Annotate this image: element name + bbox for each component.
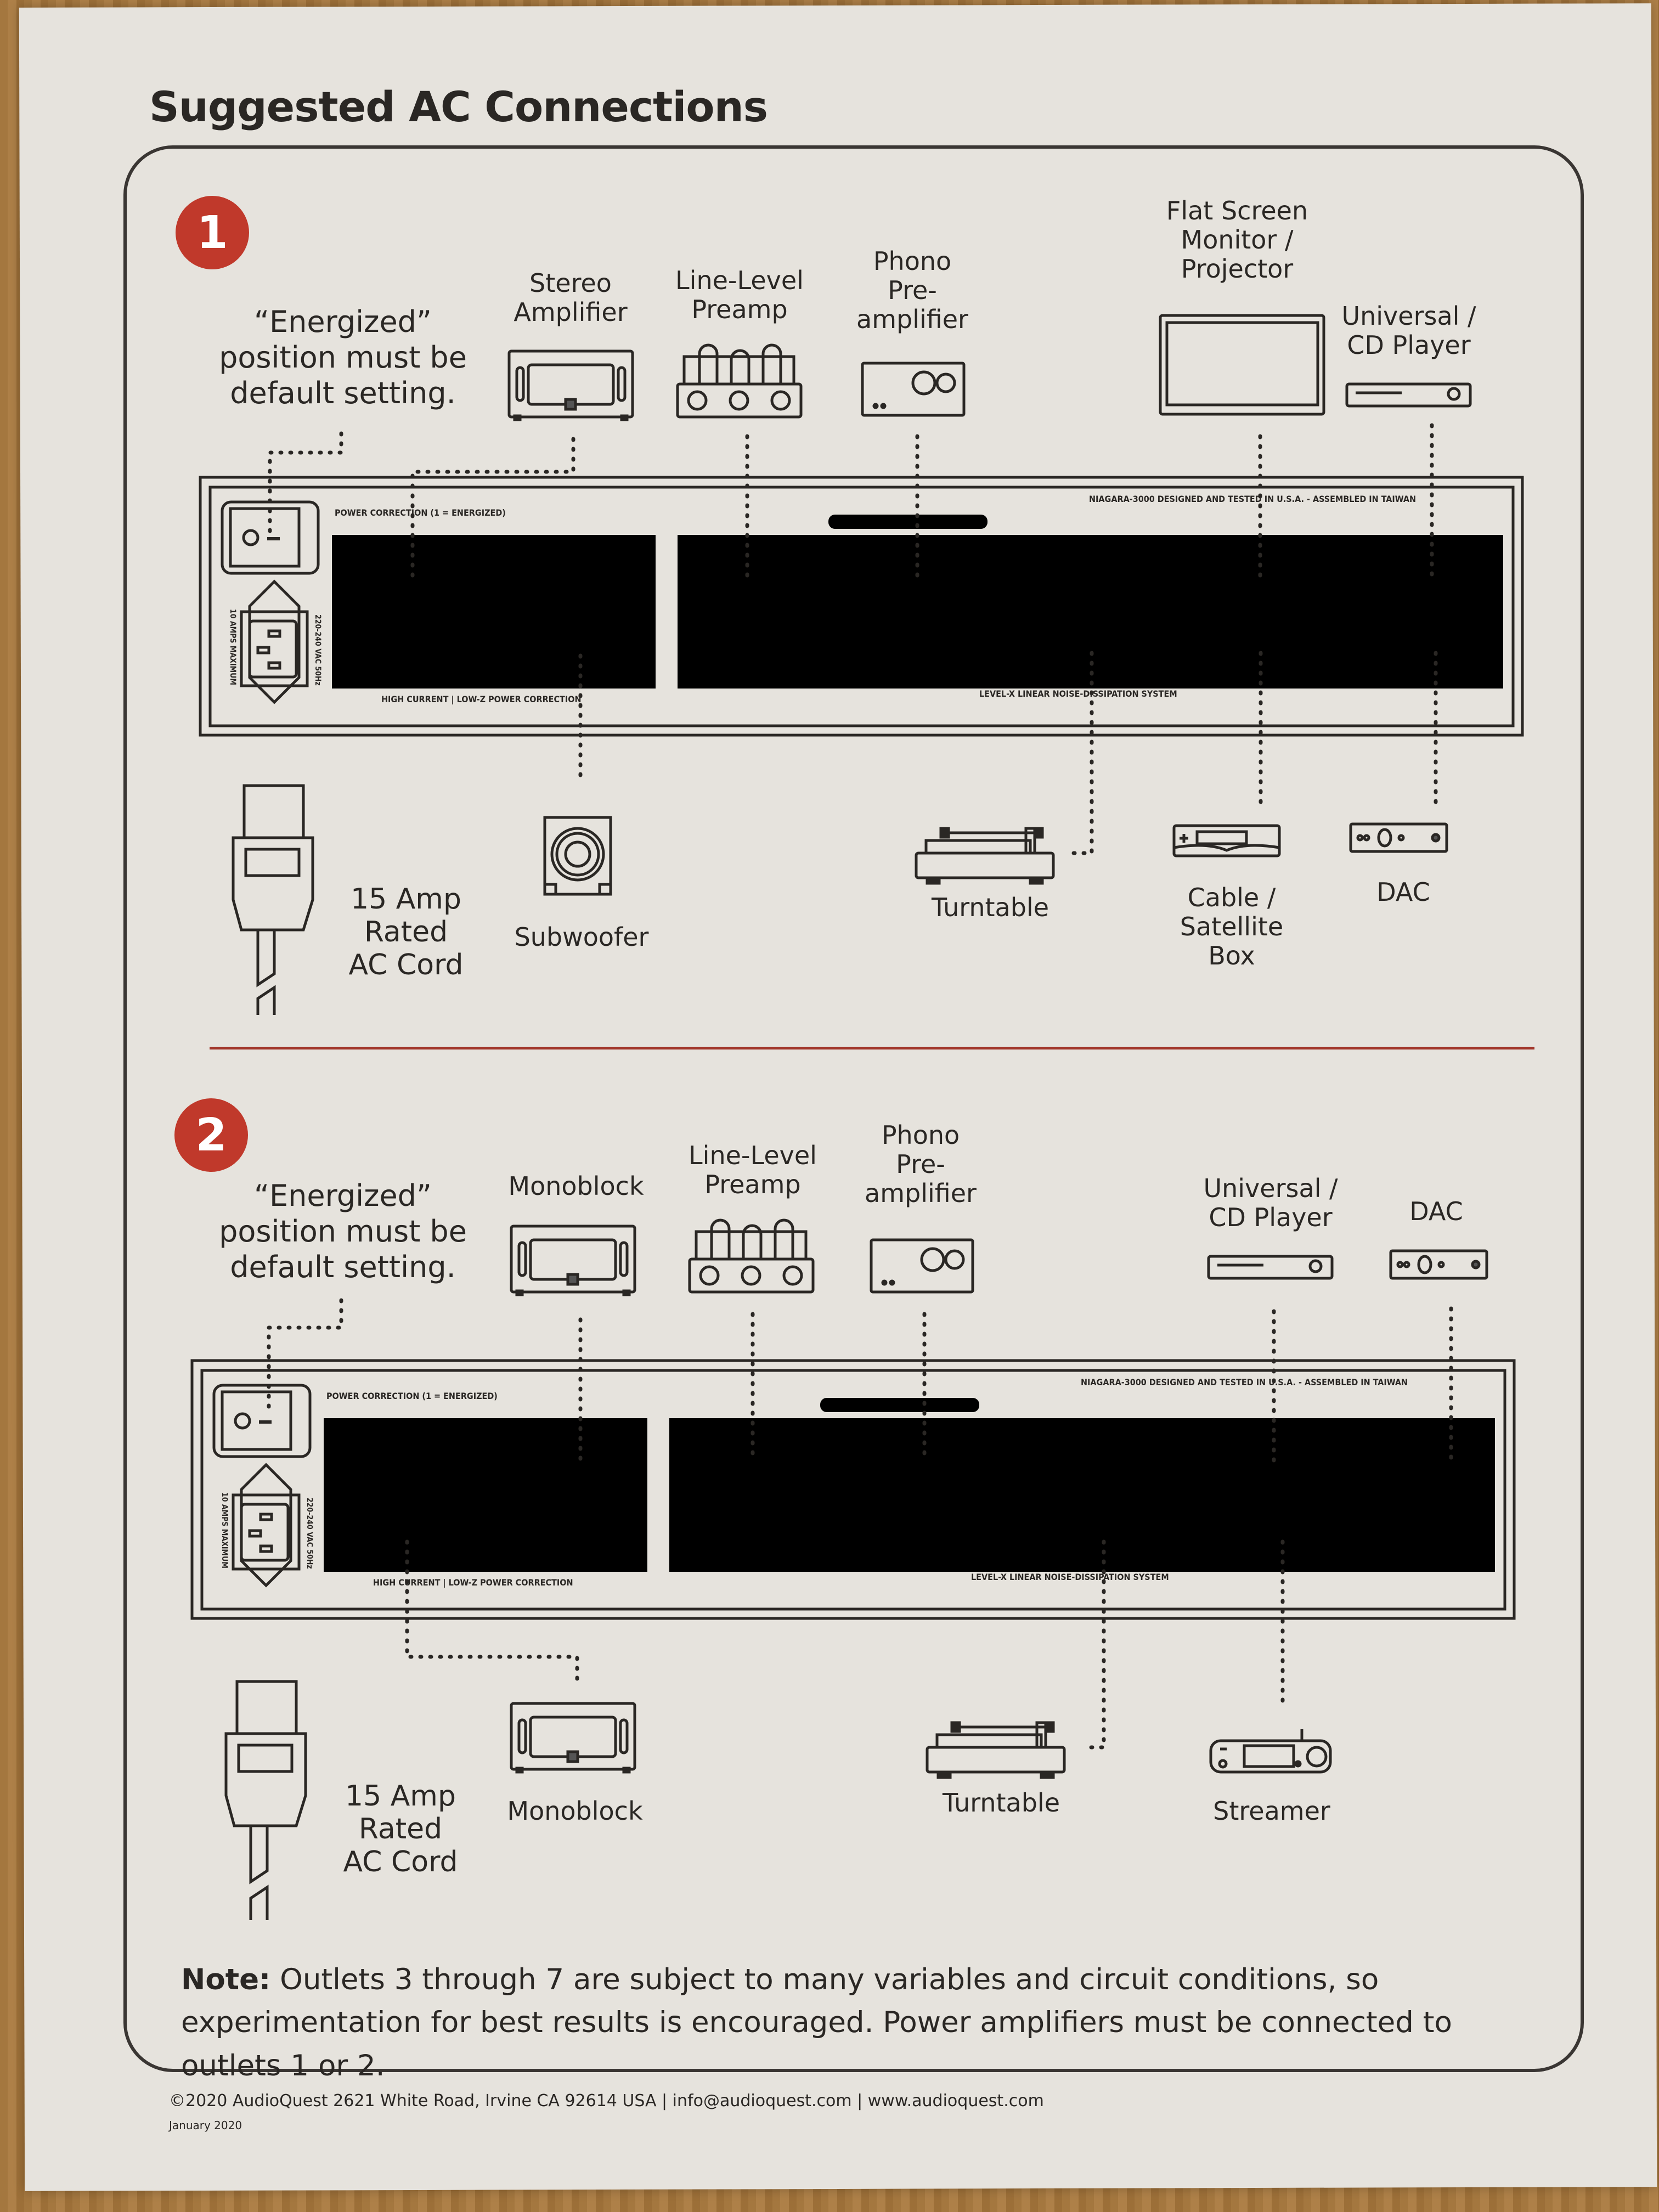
label-universal-cd-player-2: Universal / CD Player bbox=[1203, 1173, 1338, 1232]
label-monoblock-top: Monoblock bbox=[508, 1171, 644, 1201]
panel-outer bbox=[190, 1359, 1516, 1620]
ac-cord-plug-icon bbox=[232, 784, 314, 1015]
voltage-label: 220-240 VAC 50Hz bbox=[313, 614, 322, 686]
amps-max-label: 10 AMPS MAXIMUM bbox=[220, 1492, 229, 1568]
level-x-label: LEVEL-X LINEAR NOISE-DISSIPATION SYSTEM bbox=[971, 1572, 1169, 1582]
note-label: Note: bbox=[181, 1963, 271, 1996]
voltage-label: 220-240 VAC 50Hz bbox=[305, 1498, 314, 1569]
label-ac-cord: 15 Amp Rated AC Cord bbox=[348, 883, 464, 981]
diagram-frame bbox=[123, 145, 1584, 2072]
iec-inlet-flange bbox=[248, 579, 301, 704]
panel-inner bbox=[208, 486, 1515, 727]
power-strip-panel-1: POWER CORRECTION (1 = ENERGIZED) 10 AMPS … bbox=[199, 476, 1524, 737]
section-1-badge: 1 bbox=[176, 196, 249, 269]
label-phono-preamplifier: Phono Pre- amplifier bbox=[856, 246, 968, 334]
level-x-label: LEVEL-X LINEAR NOISE-DISSIPATION SYSTEM bbox=[979, 689, 1177, 699]
switch-off-symbol bbox=[234, 1412, 251, 1430]
cd-player-icon bbox=[1347, 384, 1470, 406]
label-ac-cord-2: 15 Amp Rated AC Cord bbox=[343, 1780, 458, 1878]
label-subwoofer: Subwoofer bbox=[514, 922, 649, 952]
panel-inner bbox=[200, 1369, 1506, 1611]
dac-icon bbox=[1351, 824, 1447, 851]
power-strip-panel-2: POWER CORRECTION (1 = ENERGIZED) 10 AMPS … bbox=[190, 1359, 1516, 1620]
label-stereo-amplifier: Stereo Amplifier bbox=[514, 268, 628, 327]
model-label: NIAGARA-3000 DESIGNED AND TESTED IN U.S.… bbox=[1081, 1377, 1408, 1387]
phono-preamp-icon bbox=[862, 363, 964, 415]
label-phono-preamplifier-2: Phono Pre- amplifier bbox=[865, 1120, 977, 1208]
label-line-level-preamp-2: Line-Level Preamp bbox=[689, 1141, 817, 1199]
section-2-badge: 2 bbox=[174, 1098, 248, 1172]
tube-preamp-icon bbox=[678, 345, 801, 417]
label-cable-satellite-box: Cable / Satellite Box bbox=[1180, 883, 1284, 970]
stereo-amplifier-icon bbox=[509, 351, 633, 420]
note-body: Outlets 3 through 7 are subject to many … bbox=[181, 1963, 1452, 2083]
high-current-label: HIGH CURRENT | LOW-Z POWER CORRECTION bbox=[373, 1577, 573, 1588]
label-dac: DAC bbox=[1376, 877, 1430, 907]
monoblock-icon bbox=[511, 1226, 635, 1295]
page-title: Suggested AC Connections bbox=[149, 82, 768, 131]
label-dac-2: DAC bbox=[1409, 1197, 1463, 1226]
subwoofer-icon bbox=[543, 816, 612, 896]
footer-contact: ©2020 AudioQuest 2621 White Road, Irvine… bbox=[169, 2091, 1044, 2111]
connector-lines-1 bbox=[268, 423, 1438, 855]
turntable-icon-2 bbox=[927, 1723, 1064, 1778]
amps-max-label: 10 AMPS MAXIMUM bbox=[228, 609, 237, 685]
monitor-icon bbox=[1159, 314, 1325, 416]
label-line-level-preamp: Line-Level Preamp bbox=[675, 266, 804, 324]
label-turntable-2: Turntable bbox=[942, 1788, 1060, 1818]
label-turntable: Turntable bbox=[931, 893, 1049, 922]
high-current-label: HIGH CURRENT | LOW-Z POWER CORRECTION bbox=[381, 694, 582, 705]
label-universal-cd-player: Universal / CD Player bbox=[1341, 301, 1476, 360]
label-streamer: Streamer bbox=[1213, 1796, 1330, 1826]
phono-preamp-icon-2 bbox=[871, 1240, 973, 1292]
iec-inlet-flange bbox=[240, 1463, 292, 1588]
ac-cord-plug-icon-2 bbox=[224, 1680, 307, 1920]
model-label: NIAGARA-3000 DESIGNED AND TESTED IN U.S.… bbox=[1089, 494, 1416, 504]
cd-player-icon-2 bbox=[1209, 1256, 1332, 1278]
turntable-icon bbox=[916, 828, 1053, 883]
dac-icon-2 bbox=[1391, 1251, 1487, 1278]
power-correction-label: POWER CORRECTION (1 = ENERGIZED) bbox=[335, 507, 506, 518]
streamer-icon bbox=[1209, 1729, 1332, 1774]
section-2-energized-note: “Energized” position must be default set… bbox=[219, 1178, 467, 1284]
switch-off-symbol bbox=[242, 529, 259, 546]
satellite-box-icon bbox=[1172, 824, 1281, 857]
iec-inlet bbox=[240, 610, 309, 687]
power-correction-label: POWER CORRECTION (1 = ENERGIZED) bbox=[326, 1391, 498, 1401]
section-divider bbox=[210, 1047, 1534, 1049]
iec-inlet bbox=[232, 1493, 301, 1571]
footer-date: January 2020 bbox=[169, 2119, 242, 2132]
monoblock-icon-2 bbox=[511, 1703, 635, 1772]
section-1-energized-note: “Energized” position must be default set… bbox=[219, 304, 467, 410]
tube-preamp-icon-2 bbox=[690, 1220, 813, 1292]
note-text: Note: Outlets 3 through 7 are subject to… bbox=[181, 1959, 1553, 2087]
power-switch bbox=[212, 1384, 312, 1458]
connector-lines-2 bbox=[267, 1298, 1453, 1750]
panel-outer bbox=[199, 476, 1524, 737]
label-monoblock-bottom: Monoblock bbox=[507, 1796, 643, 1826]
label-flat-screen-monitor: Flat Screen Monitor / Projector bbox=[1166, 196, 1308, 284]
